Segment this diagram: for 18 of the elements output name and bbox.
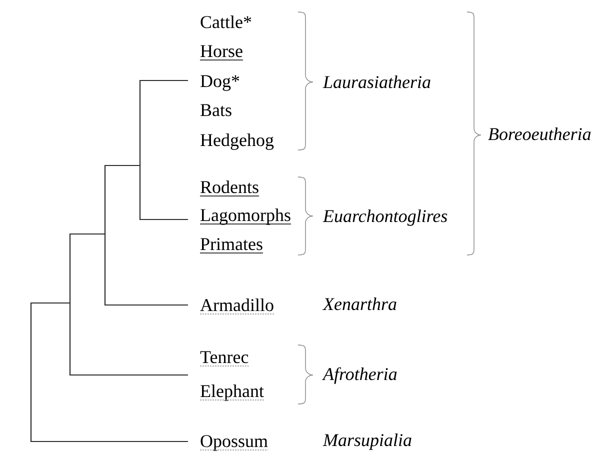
taxon-label: Dog* xyxy=(200,75,240,91)
taxon-label: Tenrec xyxy=(200,351,250,366)
clade-label: Euarchontoglires xyxy=(322,210,448,226)
taxon-label: Armadillo xyxy=(200,298,274,314)
taxon-label: Horse xyxy=(200,45,244,60)
taxon-label: Rodents xyxy=(200,180,260,196)
taxon-label: Primates xyxy=(200,238,264,254)
clade-label: Boreoeutheria xyxy=(488,128,591,140)
clade-label: Laurasiatheria xyxy=(322,76,430,88)
taxon-label: Hedgehog xyxy=(200,134,274,150)
clade-label: Afrotheria xyxy=(322,367,397,384)
taxon-label: Cattle* xyxy=(200,16,252,28)
taxon-label: Elephant xyxy=(200,384,264,401)
taxon-label: Opossum xyxy=(200,435,268,451)
clade-label: Xenarthra xyxy=(322,298,396,310)
taxon-label: Bats xyxy=(200,104,232,116)
clade-label: Marsupialia xyxy=(322,434,412,450)
taxon-label: Lagomorphs xyxy=(200,208,292,225)
